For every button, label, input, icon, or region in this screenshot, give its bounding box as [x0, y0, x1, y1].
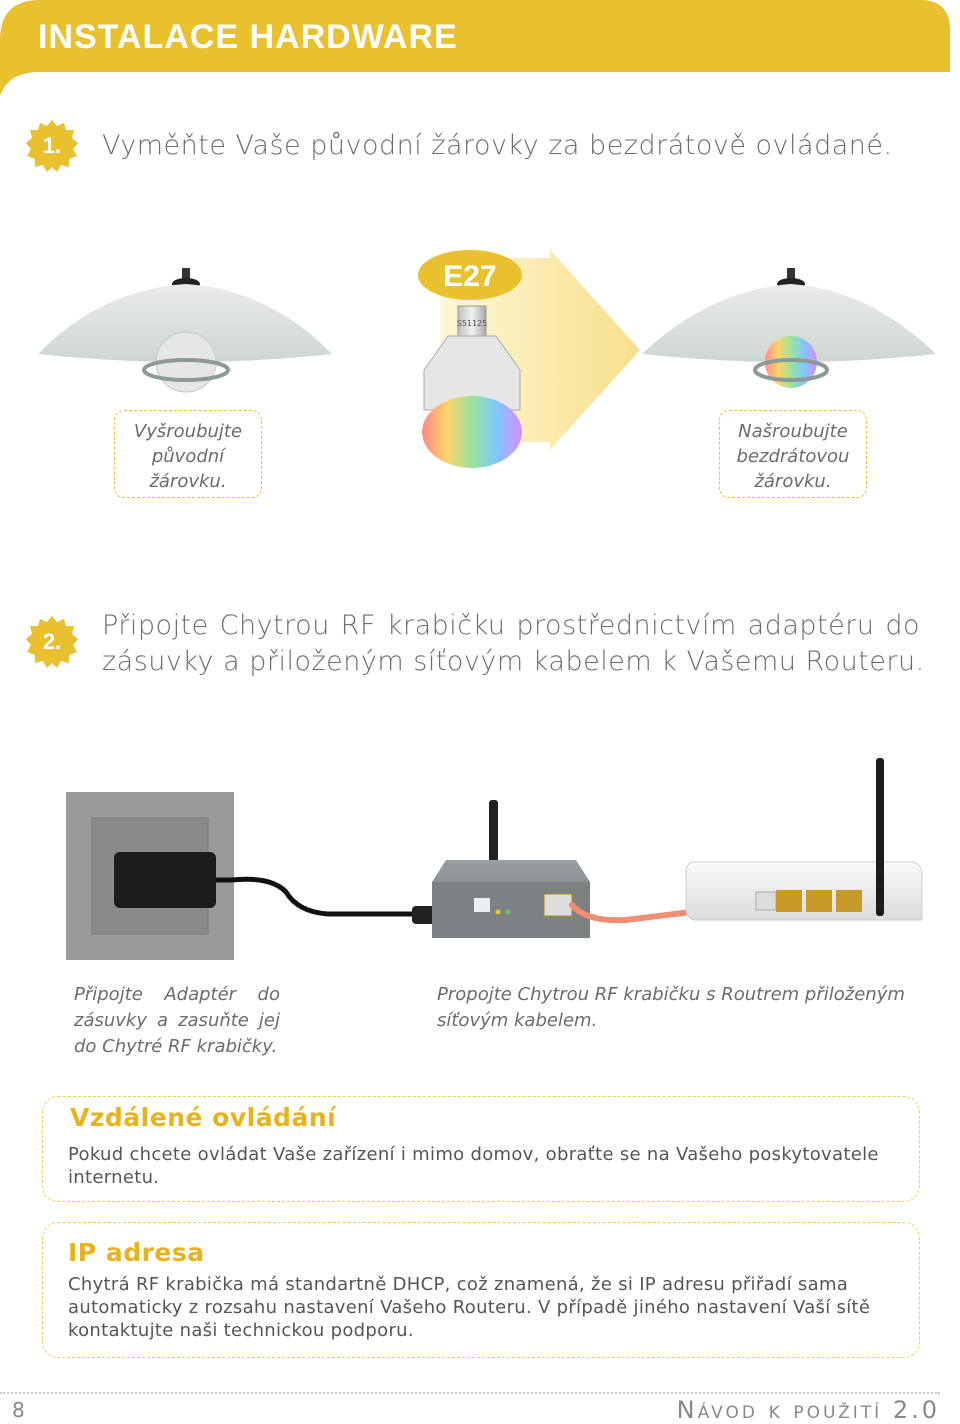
step-2-badge: 2.: [24, 614, 80, 670]
note-adapter-last-line: do Chytré RF krabičky.: [74, 1036, 278, 1057]
ip-address-box: [42, 1222, 920, 1358]
caption-line: žárovku.: [754, 471, 832, 492]
bulb-type-label: E27: [443, 260, 496, 293]
caption-unscrew: Vyšroubujte původní žárovku.: [114, 410, 262, 498]
step-2-text-line2: zásuvky a přiloženým síťovým kabelem k V…: [102, 646, 925, 677]
step-1-badge: 1.: [24, 118, 80, 174]
note-line: síťovým kabelem.: [437, 1010, 598, 1031]
step-1-number: 1.: [42, 133, 62, 158]
hardware-connection-illustration: [66, 758, 923, 960]
caption-line: žárovku.: [149, 471, 227, 492]
bulb-replacement-illustration: E27 S51125: [38, 250, 936, 468]
ip-address-text: Chytrá RF krabička má standartně DHCP, c…: [68, 1274, 871, 1341]
page-title: INSTALACE HARDWARE: [38, 18, 458, 56]
note-line: Propojte Chytrou RF krabičku s Routrem p…: [437, 984, 905, 1005]
page-header: [0, 0, 950, 96]
caption-line: Vyšroubujte: [133, 421, 243, 442]
step-2-number: 2.: [42, 629, 62, 654]
document-name: Návod k použití 2.0: [676, 1396, 940, 1424]
bulb-code: S51125: [457, 319, 488, 328]
note-cable: Propojte Chytrou RF krabičku s Routrem p…: [437, 982, 905, 1034]
footer-divider: [0, 1392, 940, 1394]
ip-address-title: IP adresa: [68, 1238, 205, 1267]
note-adapter: Připojte Adaptér do zásuvky a zasuňte je…: [74, 982, 280, 1034]
note-line: zásuvky a zasuňte jej: [74, 1010, 280, 1031]
page-number: 8: [12, 1398, 25, 1422]
remote-control-box: [42, 1096, 920, 1202]
caption-line: Našroubujte: [738, 421, 848, 442]
remote-control-title: Vzdálené ovládání: [70, 1103, 337, 1132]
caption-line: bezdrátovou: [736, 446, 850, 467]
remote-control-text: Pokud chcete ovládat Vaše zařízení i mim…: [68, 1144, 879, 1188]
step-2-text-line1: Připojte Chytrou RF krabičku prostřednic…: [102, 610, 920, 641]
caption-line: původní: [151, 446, 225, 467]
caption-screw-in: Našroubujte bezdrátovou žárovku.: [719, 410, 867, 498]
step-1-text: Vyměňte Vaše původní žárovky za bezdráto…: [102, 130, 893, 161]
note-line: Připojte Adaptér do: [74, 984, 280, 1005]
